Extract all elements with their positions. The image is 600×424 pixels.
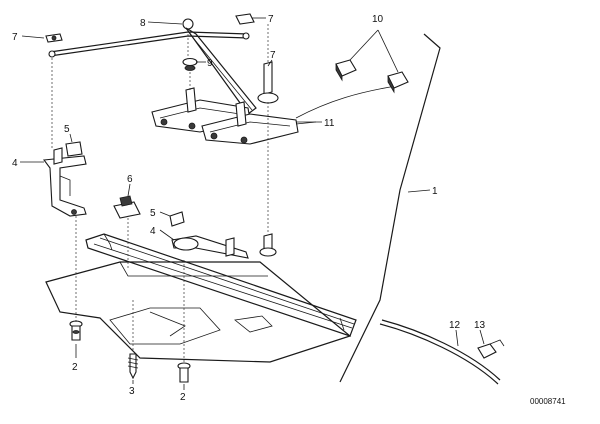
leader-10b [377, 29, 399, 73]
leader-lines [20, 17, 485, 390]
connector-cable [295, 85, 397, 119]
callout-2-left: 2 [72, 362, 78, 373]
left-bracket-part-4 [42, 147, 87, 217]
stud-part-5-lower [169, 211, 185, 227]
post-part-7-right [257, 61, 279, 104]
callout-8: 8 [140, 18, 146, 29]
clip-part-7-left [45, 33, 63, 43]
callout-6: 6 [127, 174, 133, 185]
connector-part-10-a [335, 59, 357, 82]
clip-part-7-top [235, 13, 255, 25]
callout-4-left: 4 [12, 158, 18, 169]
callout-10: 10 [372, 14, 384, 25]
callout-2-right: 2 [180, 392, 186, 403]
document-number: 00008741 [530, 397, 566, 406]
clip-part-6 [113, 195, 141, 219]
mechanism-plate-right [201, 101, 317, 145]
callout-13: 13 [474, 320, 486, 331]
lower-lever-part-4 [171, 233, 277, 259]
callout-11: 11 [324, 118, 335, 129]
upper-linkage-bar [48, 18, 257, 115]
callout-labels: 1 2 2 3 4 4 5 5 6 7 7 7 8 9 10 11 12 13 [12, 14, 486, 403]
bowden-cable-part-12 [379, 319, 501, 385]
connector-part-10-b [387, 71, 409, 94]
callout-7-right: 7 [270, 50, 276, 61]
bolt-part-2-right [177, 362, 191, 383]
stud-part-5-left [65, 141, 83, 157]
screw-part-3 [127, 353, 139, 380]
leader-10a [349, 29, 379, 61]
clip-part-13 [477, 339, 505, 359]
callout-7-top: 7 [268, 14, 274, 25]
callout-5-lower: 5 [150, 208, 156, 219]
seat-rail [85, 233, 357, 337]
callout-1: 1 [432, 186, 438, 197]
callout-5-left: 5 [64, 124, 70, 135]
alignment-lines [51, 24, 269, 364]
callout-3: 3 [129, 386, 135, 397]
callout-4-lower: 4 [150, 226, 156, 237]
cover-boundary-line [339, 33, 441, 383]
callout-7-left: 7 [12, 32, 18, 43]
floor-tray [45, 261, 352, 363]
callout-12: 12 [449, 320, 461, 331]
bolt-part-2-left [69, 320, 83, 341]
washer-part-9 [182, 57, 198, 71]
callout-9: 9 [207, 58, 213, 69]
